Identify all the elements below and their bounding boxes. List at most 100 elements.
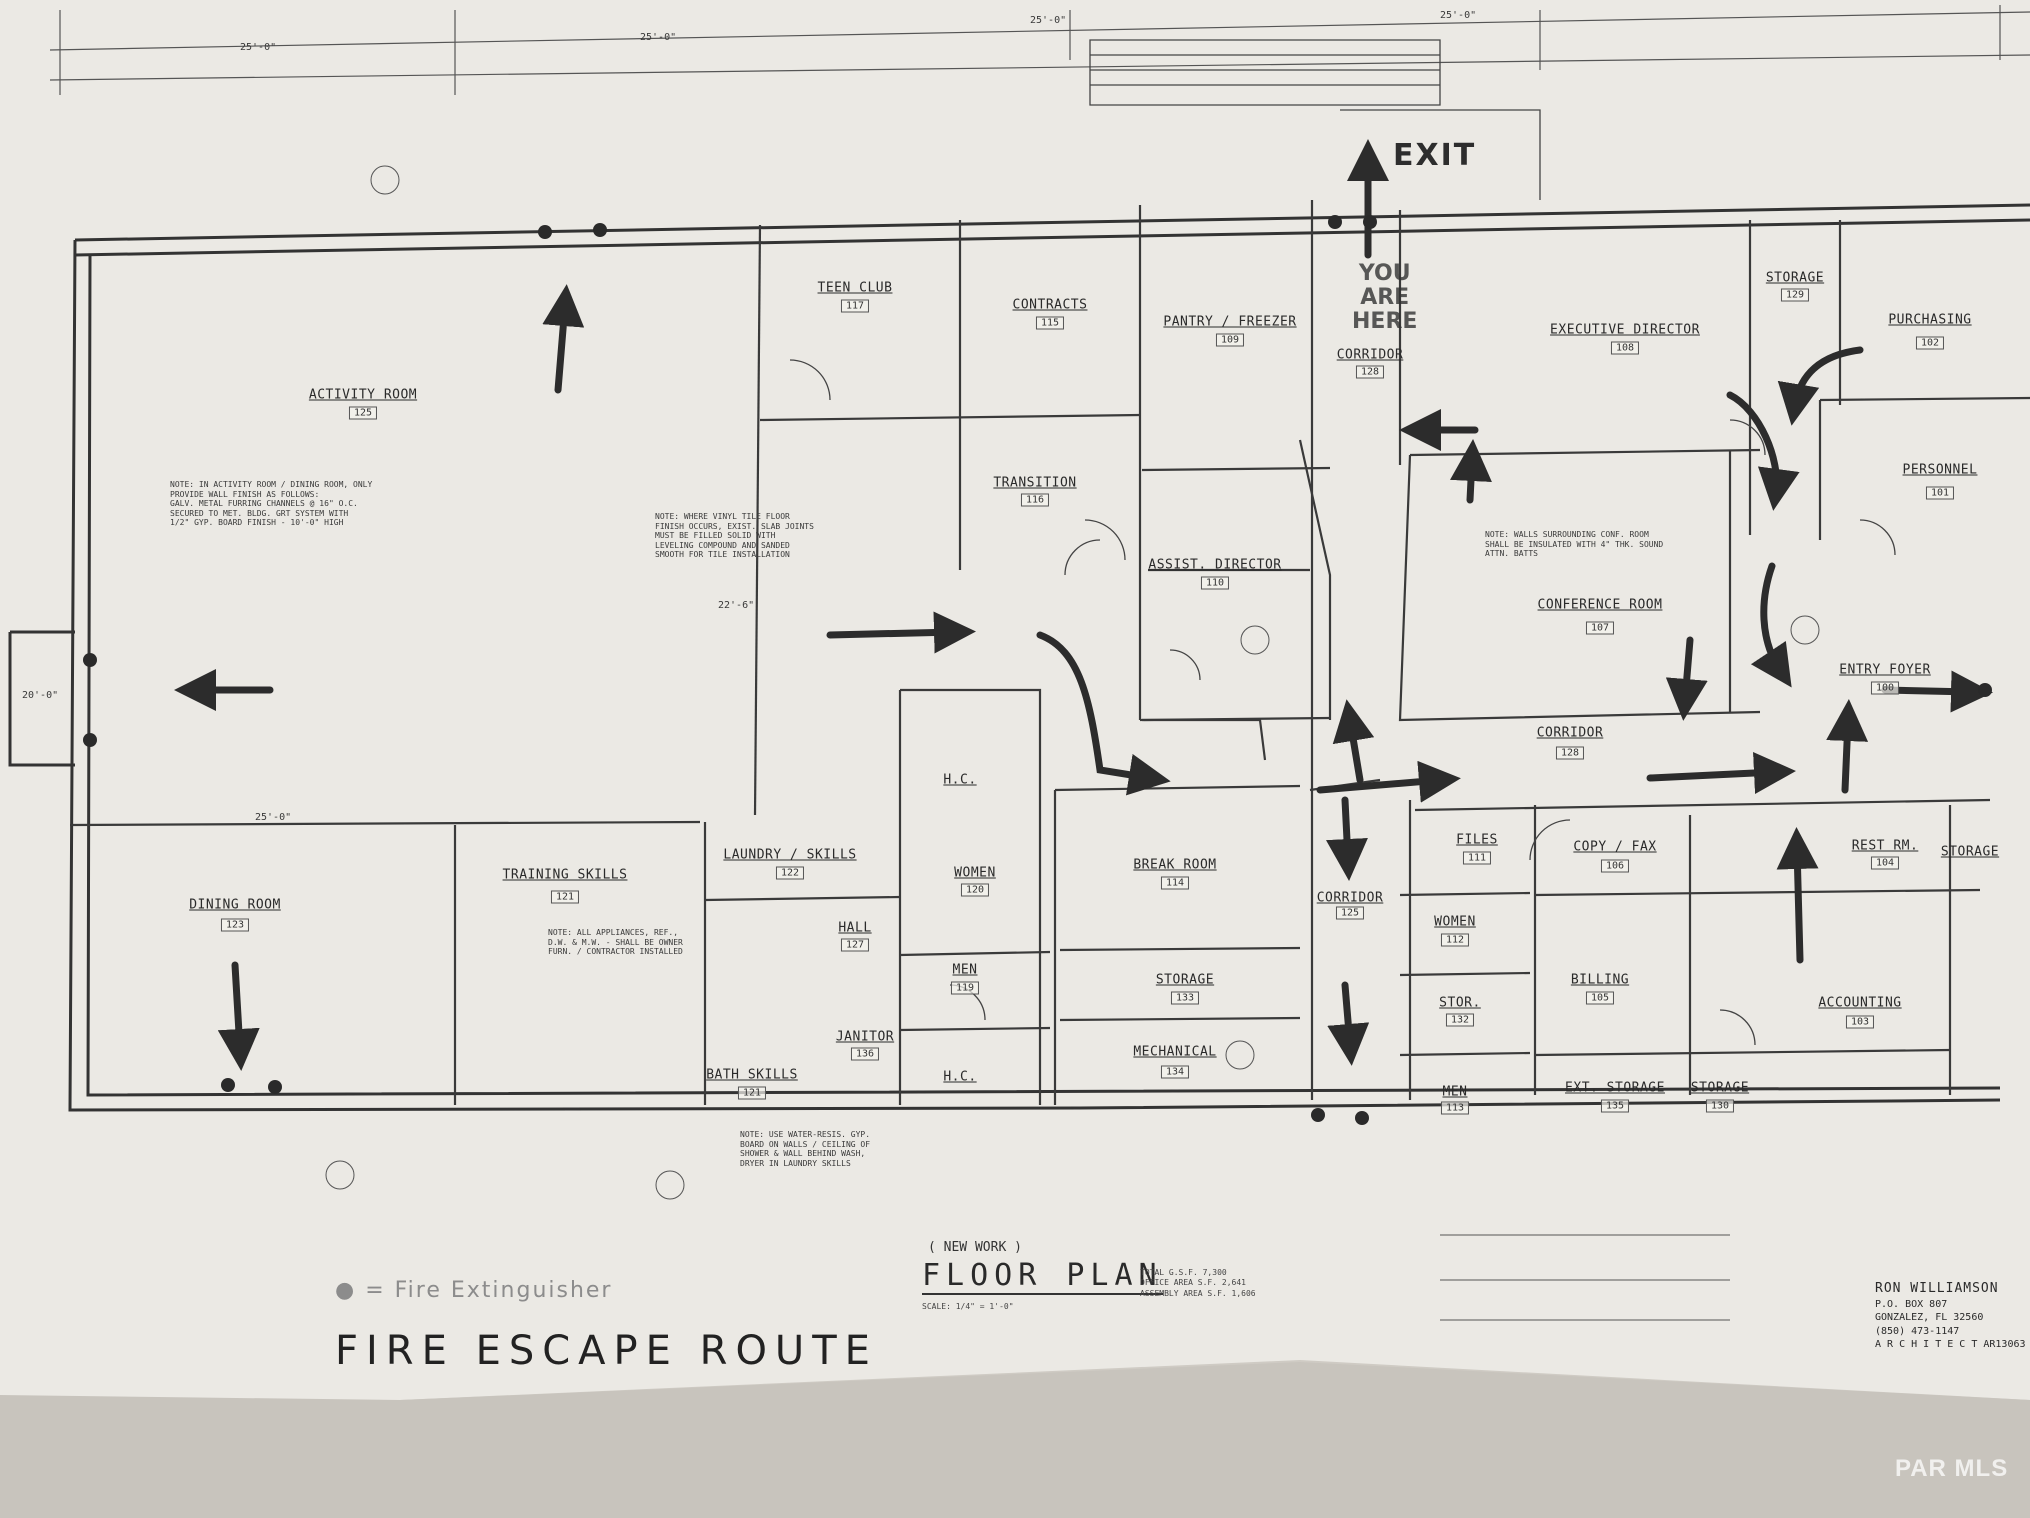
room-number: 103	[1845, 1015, 1875, 1029]
room-corridor-top: CORRIDOR	[1336, 347, 1404, 363]
room-number: 102	[1915, 336, 1945, 350]
room-rest-rm: REST RM.	[1851, 838, 1919, 854]
room-number: 129	[1780, 288, 1810, 302]
room-activity-room: ACTIVITY ROOM	[308, 387, 418, 403]
room-number: 123	[220, 918, 250, 932]
paper-background	[0, 0, 2030, 1400]
floor-plan-title: FLOOR PLAN	[922, 1258, 1163, 1295]
fire-extinguisher-markers	[83, 215, 1992, 1125]
architect-title: A R C H I T E C T AR13063	[1875, 1339, 2026, 1351]
appliances-note: NOTE: ALL APPLIANCES, REF., D.W. & M.W. …	[548, 928, 683, 957]
room-storage-small: STORAGE	[1940, 844, 2000, 860]
room-contracts: CONTRACTS	[1012, 297, 1088, 313]
architect-address-2: GONZALEZ, FL 32560	[1875, 1312, 1984, 1324]
dimension-label: 25'-0"	[640, 32, 677, 43]
architect-name: RON WILLIAMSON	[1875, 1281, 1999, 1296]
room-number: 107	[1585, 621, 1615, 635]
room-number: 136	[850, 1047, 880, 1061]
room-number: 119	[950, 981, 980, 995]
room-transition: TRANSITION	[993, 475, 1077, 491]
activity-room-note: NOTE: IN ACTIVITY ROOM / DINING ROOM, ON…	[170, 480, 373, 528]
room-number: 128	[1555, 746, 1585, 760]
legend-lines	[1440, 1234, 1730, 1321]
paper-shadow	[0, 1362, 2030, 1518]
room-number: 112	[1440, 933, 1470, 947]
dimension-label: 25'-0"	[255, 812, 292, 823]
room-billing: BILLING	[1570, 972, 1630, 988]
conference-room-note: NOTE: WALLS SURROUNDING CONF. ROOM SHALL…	[1485, 530, 1664, 559]
watermark-logo: PAR MLS	[1895, 1455, 2009, 1482]
room-number: 105	[1585, 991, 1615, 1005]
room-number: 132	[1445, 1013, 1475, 1027]
room-number: 120	[960, 883, 990, 897]
room-break-room: BREAK ROOM	[1133, 857, 1217, 873]
dimension-label: 25'-0"	[1030, 15, 1067, 26]
room-hc-lower: H.C.	[943, 1069, 977, 1085]
room-conference-room: CONFERENCE ROOM	[1537, 597, 1663, 613]
architect-block: RON WILLIAMSON P.O. BOX 807 GONZALEZ, FL…	[1875, 1280, 2026, 1352]
room-corridor-lower: CORRIDOR	[1316, 890, 1384, 906]
dimension-label: 20'-0"	[22, 690, 59, 701]
you-are-here-label: YOU ARE HERE	[1352, 261, 1418, 335]
room-teen-club: TEEN CLUB	[817, 280, 893, 296]
room-number: 116	[1020, 493, 1050, 507]
room-number: 134	[1160, 1065, 1190, 1079]
room-purchasing: PURCHASING	[1888, 312, 1972, 328]
room-mechanical: MECHANICAL	[1133, 1044, 1217, 1060]
room-storage-133: STORAGE	[1155, 972, 1215, 988]
entry-ramp	[1089, 39, 1541, 200]
room-pantry-freezer: PANTRY / FREEZER	[1163, 314, 1297, 330]
water-resistant-note: NOTE: USE WATER-RESIS. GYP. BOARD ON WAL…	[740, 1130, 871, 1168]
room-number: 133	[1170, 991, 1200, 1005]
room-number: 108	[1610, 341, 1640, 355]
room-number: 111	[1462, 851, 1492, 865]
room-number: 114	[1160, 876, 1190, 890]
room-dining-room: DINING ROOM	[189, 897, 281, 913]
section-markers	[325, 165, 1820, 1200]
room-training-skills: TRAINING SKILLS	[502, 867, 628, 883]
room-number: 122	[775, 866, 805, 880]
room-number: 130	[1705, 1099, 1735, 1113]
room-number: 106	[1600, 859, 1630, 873]
room-hall: HALL	[838, 920, 872, 936]
building-walls	[8, 203, 2030, 1112]
room-assist-director: ASSIST. DIRECTOR	[1148, 557, 1282, 573]
dimension-label: 25'-0"	[1440, 10, 1477, 21]
new-work-label: ( NEW WORK )	[928, 1240, 1022, 1255]
dimension-label: 22'-6"	[718, 600, 755, 611]
room-women-120: WOMEN	[954, 865, 996, 881]
room-storage-130: STORAGE	[1690, 1080, 1750, 1096]
room-number: 113	[1440, 1101, 1470, 1115]
room-personnel: PERSONNEL	[1902, 462, 1978, 478]
room-number: 125	[348, 406, 378, 420]
room-number: 110	[1200, 576, 1230, 590]
dimension-lines	[49, 5, 2030, 95]
room-number: 101	[1925, 486, 1955, 500]
room-women-112: WOMEN	[1434, 914, 1476, 930]
escape-arrows	[174, 139, 1993, 1071]
room-number: 125	[1335, 906, 1365, 920]
scale-label: SCALE: 1/4" = 1'-0"	[922, 1302, 1014, 1311]
room-bath-skills: BATH SKILLS	[706, 1067, 798, 1083]
room-hc-upper: H.C.	[943, 772, 977, 788]
interior-walls	[69, 200, 2030, 1105]
room-laundry-skills: LAUNDRY / SKILLS	[723, 847, 857, 863]
fire-escape-route-title: FIRE ESCAPE ROUTE	[335, 1328, 878, 1374]
room-executive-director: EXECUTIVE DIRECTOR	[1550, 322, 1700, 338]
room-men-119: MEN	[952, 962, 978, 978]
room-number: 104	[1870, 856, 1900, 870]
dimension-label: 25'-0"	[240, 42, 277, 53]
room-storage-129: STORAGE	[1765, 270, 1825, 286]
vinyl-tile-note: NOTE: WHERE VINYL TILE FLOOR FINISH OCCU…	[655, 512, 814, 560]
room-number: 135	[1600, 1099, 1630, 1113]
room-number: 121	[737, 1086, 767, 1100]
room-files: FILES	[1456, 832, 1498, 848]
room-number: 100	[1870, 681, 1900, 695]
room-copy-fax: COPY / FAX	[1573, 839, 1657, 855]
exit-label: EXIT	[1393, 138, 1477, 173]
room-ext-storage: EXT. STORAGE	[1565, 1080, 1665, 1096]
room-number: 117	[840, 299, 870, 313]
room-number: 121	[550, 890, 580, 904]
